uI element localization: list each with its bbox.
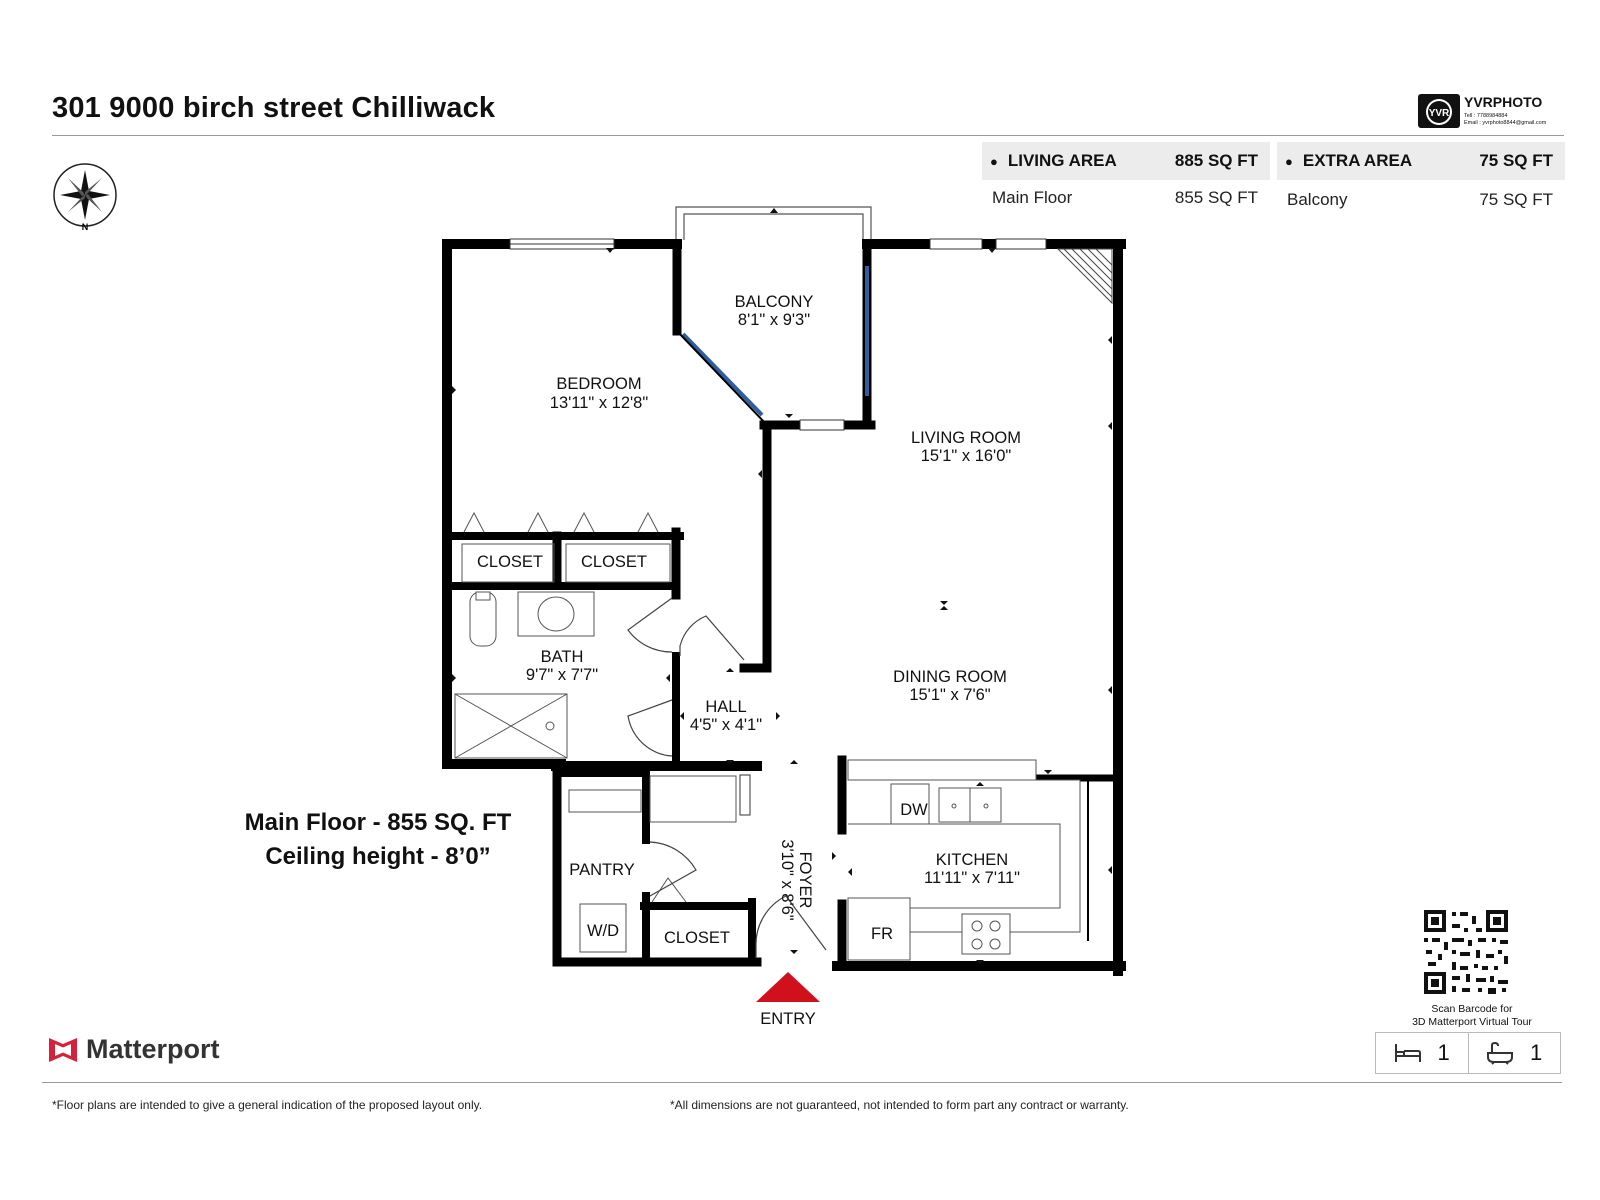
living-area-header: ● LIVING AREA 885 SQ FT: [982, 142, 1270, 180]
bath-name: BATH: [541, 648, 584, 666]
extra-area-row-name: Balcony: [1287, 190, 1348, 209]
matterport-wordmark: Matterport: [86, 1034, 220, 1064]
compass-icon: N: [53, 163, 117, 232]
bathtub-icon: [1487, 1041, 1514, 1065]
brand-logo: YVR YVRPHOTO Tell : 7788984884 Email : y…: [1418, 90, 1573, 132]
hall-dims: 4'5" x 4'1": [690, 716, 762, 734]
footer-disclaimer-left: *Floor plans are intended to give a gene…: [52, 1098, 483, 1112]
bath-dims: 9'7" x 7'7": [526, 666, 598, 684]
brand-tel: Tell : 7788984884: [1464, 113, 1507, 119]
extra-area-row: Balcony 75 SQ FT: [1277, 190, 1565, 210]
pantry-name: PANTRY: [569, 861, 634, 879]
extra-area-label: EXTRA AREA: [1302, 151, 1413, 170]
qr-caption: Scan Barcode for 3D Matterport Virtual T…: [1382, 1003, 1562, 1029]
entry-arrow-icon: [756, 972, 820, 1002]
closet-label: CLOSET: [477, 553, 543, 571]
closet-doors: [461, 511, 687, 903]
washer-dryer-label: W/D: [587, 922, 619, 940]
kitchen-name: KITCHEN: [936, 851, 1008, 869]
living-room-name: LIVING ROOM: [911, 429, 1021, 447]
foyer-dims: 3'10" x 8'6": [778, 839, 796, 920]
windows: [509, 238, 1047, 816]
sliding-doors: [681, 266, 869, 417]
compass-north-label: N: [82, 222, 89, 232]
foyer-name: FOYER: [796, 852, 814, 909]
brand-name: YVRPHOTO: [1464, 94, 1542, 110]
fireplace: [1056, 248, 1113, 305]
balcony-dims: 8'1" x 9'3": [738, 311, 810, 329]
balcony-outline: [675, 206, 872, 240]
brand-email: Email : yvrphoto8844@gmail.com: [1464, 120, 1547, 126]
qr-caption-line2: 3D Matterport Virtual Tour: [1412, 1016, 1532, 1028]
living-area-label: LIVING AREA: [1007, 151, 1117, 170]
brand-badge: YVR: [1429, 108, 1450, 119]
living-room-dims: 15'1" x 16'0": [921, 447, 1012, 465]
living-area-row-value: 855 SQ FT: [1174, 188, 1258, 207]
door-swings: [627, 597, 827, 958]
qr-caption-line1: Scan Barcode for: [1431, 1003, 1513, 1015]
page-title: 301 9000 birch street Chilliwack: [52, 92, 496, 124]
balcony-name: BALCONY: [735, 293, 814, 311]
bed-icon: [1394, 1044, 1421, 1062]
living-area-row-name: Main Floor: [992, 188, 1073, 207]
dimension-markers: [452, 208, 1112, 964]
hall-name: HALL: [705, 698, 746, 716]
fridge-label: FR: [871, 925, 893, 943]
matterport-logo-icon: [49, 1037, 77, 1062]
yvr-camera-logo-icon: YVR: [1418, 94, 1460, 128]
bedroom-dims: 13'11" x 12'8": [550, 394, 649, 412]
bath-fixtures: [454, 591, 595, 759]
bath-count: 1: [1529, 1040, 1543, 1065]
entry-label: ENTRY: [760, 1010, 816, 1028]
closet-label: CLOSET: [664, 929, 730, 947]
closet-label: CLOSET: [581, 553, 647, 571]
title-divider: [52, 135, 1564, 136]
floor-notes: Main Floor - 855 SQ. FT Ceiling height -…: [228, 806, 528, 874]
extra-area-header: ● EXTRA AREA 75 SQ FT: [1277, 142, 1565, 180]
dining-room-name: DINING ROOM: [893, 668, 1007, 686]
room-counts: 1 1: [1375, 1032, 1561, 1074]
qr-code-icon: [1424, 910, 1508, 994]
living-area-total: 885 SQ FT: [1174, 151, 1258, 170]
diagonal-wall: [676, 330, 768, 426]
bullet-icon: ●: [1285, 153, 1293, 169]
ceiling-height-note: Ceiling height - 8’0”: [265, 843, 491, 870]
matterport-logo: Matterport: [48, 1034, 220, 1065]
kitchen-dims: 11'11" x 7'11": [924, 869, 1020, 887]
bed-count-cell: 1: [1376, 1033, 1468, 1073]
bullet-icon: ●: [990, 153, 998, 169]
extra-area-total: 75 SQ FT: [1479, 151, 1553, 170]
floor-area-note: Main Floor - 855 SQ. FT: [244, 809, 512, 836]
kitchen-fixtures: [568, 759, 1081, 961]
extra-area-row-value: 75 SQ FT: [1479, 190, 1553, 209]
dishwasher-label: DW: [900, 801, 928, 819]
bath-count-cell: 1: [1467, 1033, 1561, 1073]
footer-disclaimer-right: *All dimensions are not guaranteed, not …: [670, 1098, 1129, 1112]
bedroom-name: BEDROOM: [556, 375, 641, 393]
dining-room-dims: 15'1" x 7'6": [909, 686, 990, 704]
footer-divider: [42, 1082, 1562, 1083]
living-area-row: Main Floor 855 SQ FT: [982, 188, 1270, 208]
bed-count: 1: [1437, 1040, 1450, 1065]
